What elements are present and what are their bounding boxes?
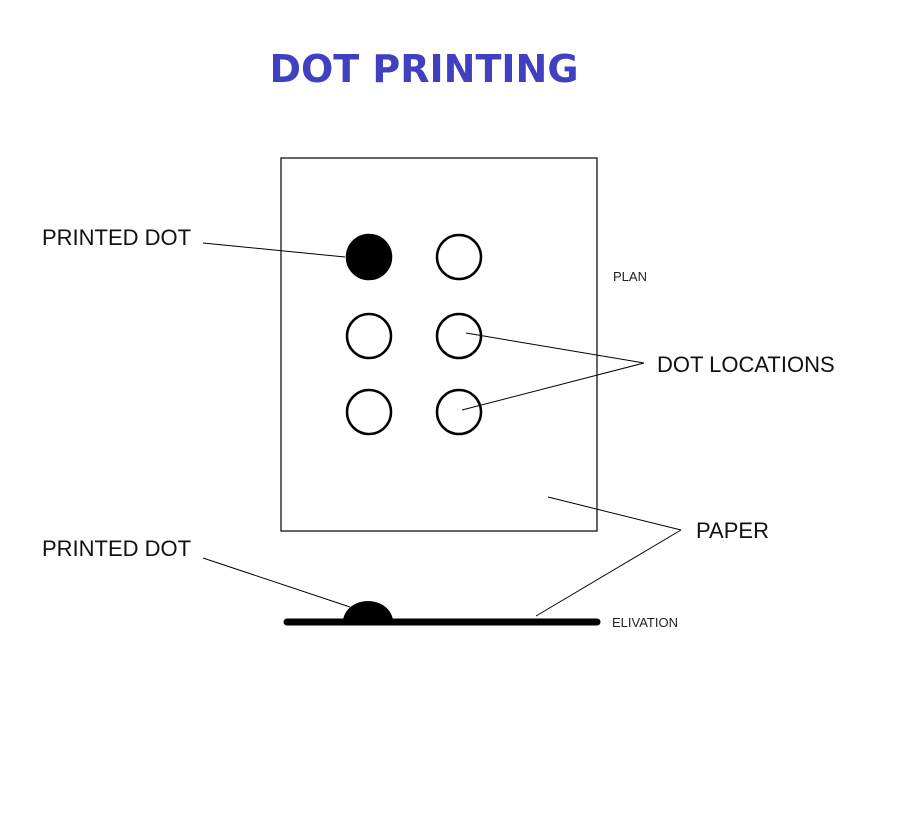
paper-label: PAPER [696, 518, 769, 543]
dot-location [345, 388, 393, 436]
leader-printed-dot-elevation [202, 557, 351, 608]
leader-dot-locations-upper [465, 332, 645, 364]
dot-location [435, 233, 483, 281]
printed-dot-elevation-label: PRINTED DOT [42, 536, 191, 561]
printed-dot [345, 233, 393, 281]
paper-sheet [280, 157, 598, 532]
elevation-label: ELIVATION [612, 615, 678, 630]
plan-label: PLAN [613, 269, 647, 284]
dot-locations-label: DOT LOCATIONS [657, 352, 835, 377]
dot-location [345, 312, 393, 360]
raised-dot-elevation [343, 601, 393, 622]
dot-location [435, 312, 483, 360]
dot-location [435, 388, 483, 436]
printed-dot-plan-label: PRINTED DOT [42, 225, 191, 250]
leader-paper-plan [547, 496, 682, 531]
page-title: DOT PRINTING [269, 47, 578, 91]
leader-paper-elevation [535, 529, 682, 617]
leader-printed-dot-plan [202, 242, 346, 258]
braille-cell [345, 233, 483, 436]
leader-dot-locations-lower [461, 362, 645, 411]
